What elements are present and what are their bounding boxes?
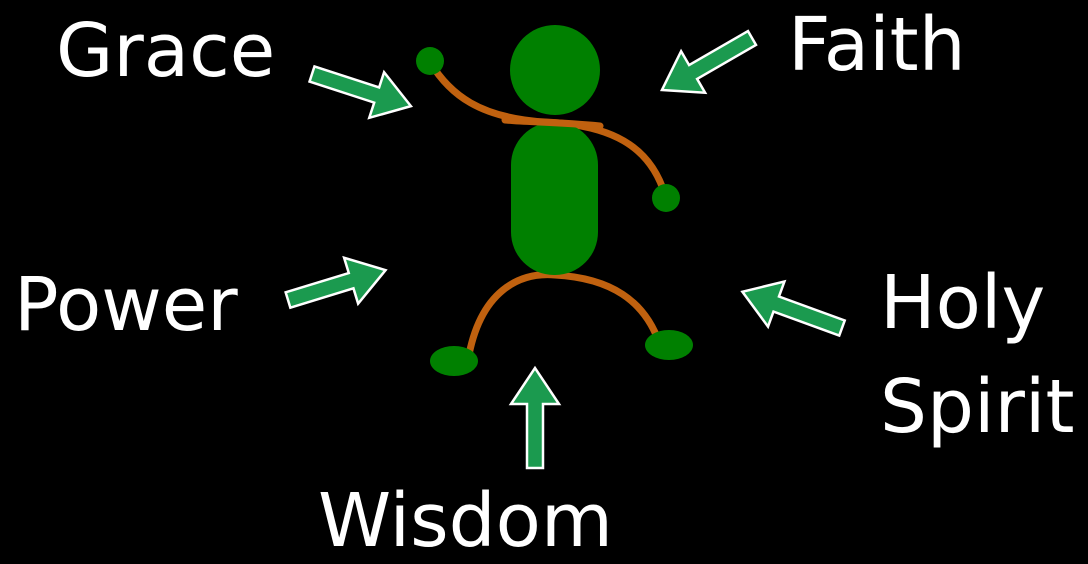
- stick-figure: [416, 25, 693, 376]
- faith-arrow-icon: [650, 17, 764, 111]
- holy-spirit-arrow-icon: [734, 269, 850, 350]
- legs: [468, 275, 660, 360]
- label-grace: Grace: [56, 14, 275, 88]
- label-power: Power: [14, 268, 238, 342]
- grace-arrow-icon: [305, 51, 419, 129]
- label-faith: Faith: [788, 8, 966, 82]
- right-foot: [645, 330, 693, 360]
- head: [510, 25, 600, 115]
- power-arrow-icon: [281, 247, 393, 323]
- right-hand: [652, 184, 680, 212]
- label-holy-spirit-line2: Spirit: [880, 370, 1075, 444]
- label-wisdom: Wisdom: [318, 484, 613, 558]
- wisdom-arrow-icon: [511, 368, 559, 468]
- left-hand: [416, 47, 444, 75]
- label-holy-spirit-line1: Holy: [880, 266, 1075, 340]
- arm-front-segment: [505, 120, 600, 126]
- left-foot: [430, 346, 478, 376]
- torso: [511, 122, 598, 275]
- label-holy-spirit: Holy Spirit: [880, 266, 1075, 444]
